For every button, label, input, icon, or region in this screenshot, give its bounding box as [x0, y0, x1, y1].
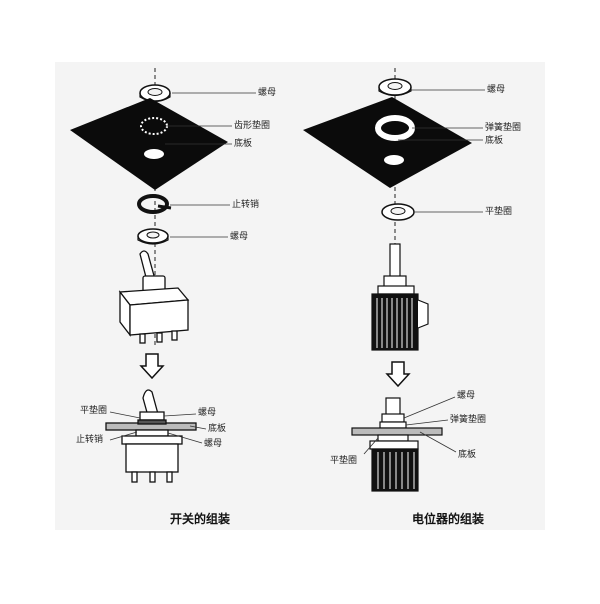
right-top-nut	[378, 78, 412, 97]
left-down-arrow	[139, 353, 165, 380]
label-left-stop-pin: 止转销	[232, 200, 260, 210]
right-potentiometer	[371, 243, 429, 351]
label-left-assembled-nut-lower: 螺母	[204, 439, 223, 449]
label-right-assembled-base-plate: 底板	[458, 450, 477, 460]
caption-potentiometer-assembly: 电位器的组装	[412, 512, 485, 526]
leader-lines	[109, 89, 485, 455]
left-base-plate	[70, 98, 228, 190]
label-left-nut-top: 螺母	[258, 88, 277, 98]
label-left-nut-bottom: 螺母	[230, 232, 249, 242]
label-right-base-plate: 底板	[485, 136, 504, 146]
label-right-flat-washer: 平垫圈	[485, 207, 513, 217]
left-lower-nut	[137, 228, 169, 245]
left-top-nut	[139, 84, 171, 103]
label-left-assembled-nut-right: 螺母	[198, 408, 217, 418]
label-right-spring-washer: 弹簧垫圈	[485, 123, 522, 133]
right-plate-hole	[384, 155, 404, 165]
label-right-assembled-nut: 螺母	[457, 391, 476, 401]
left-stop-pin-washer	[137, 194, 172, 214]
label-left-assembled-base-plate: 底板	[208, 424, 227, 434]
right-flat-washer	[381, 203, 415, 221]
right-down-arrow	[385, 361, 411, 388]
label-right-nut-top: 螺母	[487, 85, 506, 95]
label-left-assembled-stop-pin: 止转销	[76, 435, 104, 445]
label-left-tooth-washer: 齿形垫圈	[234, 121, 271, 131]
caption-switch-assembly: 开关的组装	[170, 512, 231, 526]
label-left-base-plate: 底板	[234, 139, 253, 149]
label-left-assembled-flat-washer: 平垫圈	[80, 406, 108, 416]
left-toggle-switch	[118, 250, 190, 344]
label-right-assembled-spring-washer: 弹簧垫圈	[450, 415, 487, 425]
right-base-plate	[303, 97, 472, 188]
right-assembled-potentiometer	[351, 397, 443, 492]
label-right-assembled-flat-washer: 平垫圈	[330, 456, 358, 466]
left-plate-hole	[144, 149, 164, 159]
